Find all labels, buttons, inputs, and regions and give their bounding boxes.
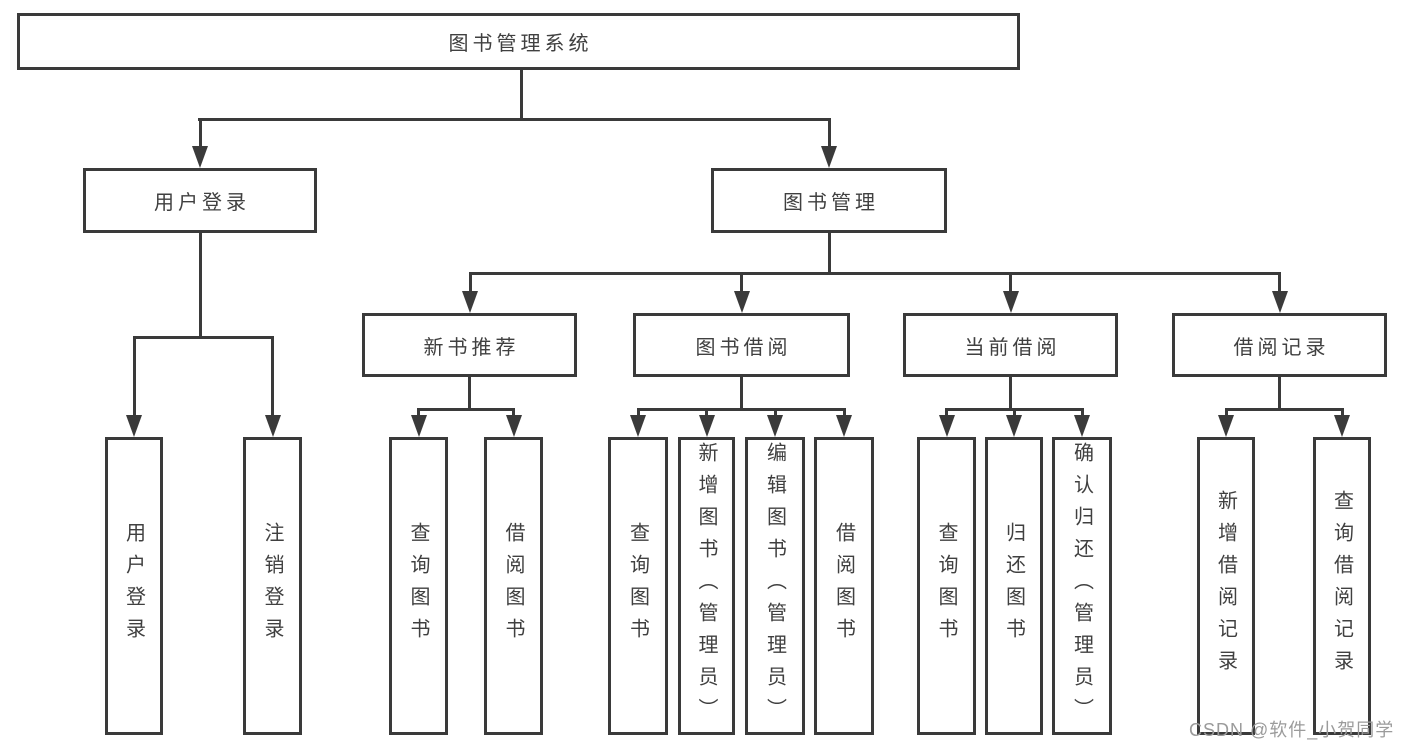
node-leaf-cb-return-books: 归还图书 [985,437,1043,735]
node-book-borrow-label: 图书借阅 [695,336,792,359]
node-leaf-logout-label: 注销登录 [261,522,283,650]
node-borrow-records: 借阅记录 [1172,313,1387,377]
arrow-to-leaf-bb-query [630,408,646,437]
arrow-to-book-mgmt [821,118,837,168]
node-user-login: 用户登录 [83,168,317,233]
node-leaf-bb-query-books: 查询图书 [608,437,668,735]
node-current-borrow: 当前借阅 [903,313,1118,377]
arrow-to-leaf-cb-confirm [1074,408,1090,437]
node-leaf-br-add-record: 新增借阅记录 [1197,437,1255,735]
arrow-to-borrow-records [1271,272,1288,313]
node-user-login-label: 用户登录 [154,192,250,214]
node-leaf-br-query-record: 查询借阅记录 [1313,437,1371,735]
connector-current-borrow-stem [1009,377,1012,408]
arrow-to-user-login [192,118,208,168]
arrow-to-leaf-rec-borrow [505,408,522,437]
node-leaf-user-login-label: 用户登录 [122,522,145,650]
node-leaf-rec-query-books-label: 查询图书 [407,522,429,650]
node-book-mgmt-label: 图书管理 [783,192,879,214]
node-leaf-bb-borrow-books: 借阅图书 [814,437,874,735]
arrow-to-leaf-logout [264,336,281,437]
connector-user-login-rail [133,336,274,339]
node-root: 图书管理系统 [17,13,1020,70]
arrow-to-leaf-cb-return [1006,408,1022,437]
node-leaf-cb-query-books-label: 查询图书 [935,522,957,650]
arrow-to-book-borrow [733,272,750,313]
node-leaf-rec-query-books: 查询图书 [389,437,448,735]
node-leaf-rec-borrow-books: 借阅图书 [484,437,543,735]
node-leaf-cb-query-books: 查询图书 [917,437,976,735]
connector-new-book-rec-rail [417,408,515,411]
arrow-to-new-book-rec [462,272,478,313]
node-leaf-rec-borrow-books-label: 借阅图书 [502,522,524,650]
connector-book-borrow-stem [740,377,743,408]
node-book-borrow: 图书借阅 [633,313,850,377]
node-root-label: 图书管理系统 [448,33,593,55]
node-new-book-rec-label: 新书推荐 [423,336,520,359]
node-leaf-logout: 注销登录 [243,437,302,735]
node-leaf-cb-confirm-return: 确认归还（管理员） [1052,437,1112,735]
node-leaf-bb-add-books-label: 新增图书（管理员） [695,442,717,730]
node-leaf-cb-return-books-label: 归还图书 [1002,522,1025,650]
node-book-mgmt: 图书管理 [711,168,947,233]
watermark: CSDN @软件_小贺同学 [1189,720,1395,740]
connector-book-mgmt-rail [469,272,1281,275]
node-leaf-bb-edit-books-label: 编辑图书（管理员） [763,442,786,730]
node-leaf-user-login: 用户登录 [105,437,163,735]
arrow-to-leaf-br-query [1334,408,1350,437]
arrow-to-current-borrow [1002,272,1019,313]
node-new-book-rec: 新书推荐 [362,313,577,377]
node-leaf-cb-confirm-return-label: 确认归还（管理员） [1070,442,1093,730]
connector-root-rail [198,118,831,121]
arrow-to-leaf-user-login [126,336,142,437]
node-leaf-br-add-record-label: 新增借阅记录 [1214,490,1237,682]
connector-new-book-rec-stem [468,377,471,408]
node-leaf-br-query-record-label: 查询借阅记录 [1330,490,1353,682]
arrow-to-leaf-br-add [1218,408,1234,437]
arrow-to-leaf-bb-edit [767,408,783,437]
node-leaf-bb-borrow-books-label: 借阅图书 [832,522,855,650]
connector-borrow-records-rail [1224,408,1344,411]
arrow-to-leaf-bb-add [698,408,715,437]
node-leaf-bb-edit-books: 编辑图书（管理员） [745,437,805,735]
arrow-to-leaf-cb-query [938,408,955,437]
node-borrow-records-label: 借阅记录 [1233,336,1330,359]
connector-root-stem [520,70,523,118]
connector-book-borrow-rail [636,408,846,411]
arrow-to-leaf-bb-borrow [836,408,852,437]
arrow-to-leaf-rec-query [410,408,427,437]
connector-borrow-records-stem [1278,377,1281,408]
connector-user-login-stem [198,233,202,336]
connector-book-mgmt-stem [827,233,831,272]
node-current-borrow-label: 当前借阅 [964,336,1061,359]
node-leaf-bb-query-books-label: 查询图书 [626,522,649,650]
node-leaf-bb-add-books: 新增图书（管理员） [678,437,735,735]
